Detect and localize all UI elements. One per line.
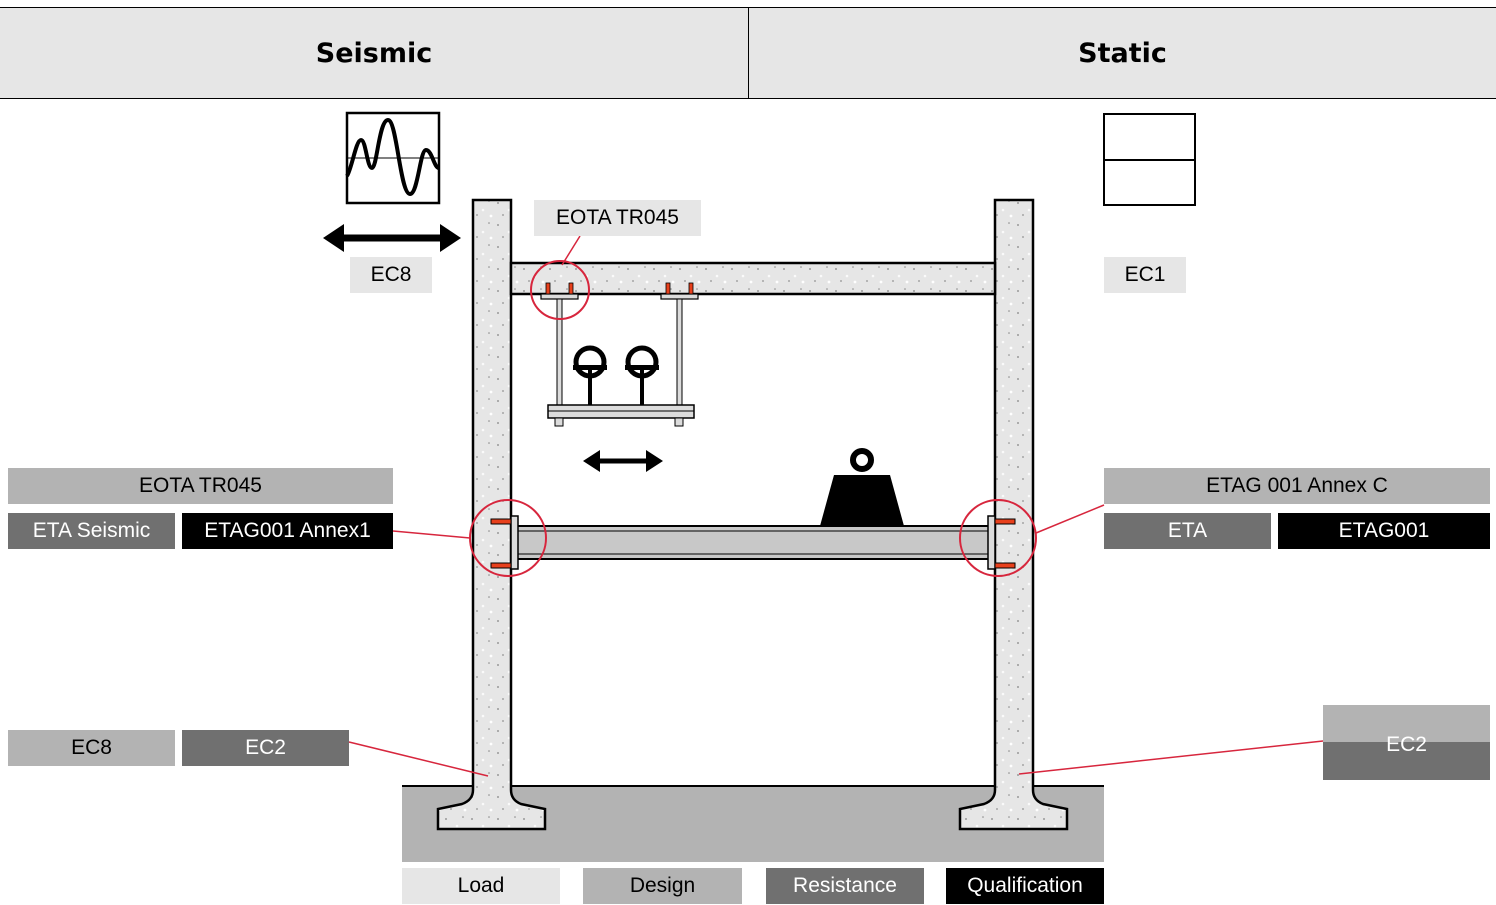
right-column-standard-label: EC2 [1386, 733, 1427, 756]
left-column-resistance-label: EC2 [182, 730, 349, 766]
seismic-load-label: EC8 [350, 257, 432, 293]
legend-load: Load [402, 868, 560, 904]
left-column-leader [348, 741, 489, 777]
left-column [436, 198, 547, 831]
right-connection-callout [959, 499, 1037, 577]
top-anchor-callout [530, 260, 590, 320]
header-bar: Seismic Static [0, 7, 1496, 99]
static-title: Static [1078, 37, 1167, 69]
left-connection-qualification-label: ETAG001 Annex1 [182, 513, 393, 549]
right-column-standard-box: EC2 [1323, 705, 1490, 780]
legend-design: Design [583, 868, 742, 904]
static-load-label: EC1 [1104, 257, 1186, 293]
right-end-plate [987, 515, 996, 570]
seismic-wave-icon [345, 111, 441, 205]
right-connection-qualification-label: ETAG001 [1278, 513, 1490, 549]
seismic-double-arrow-icon [323, 224, 461, 252]
small-double-arrow-icon [583, 450, 663, 472]
pipe-support-assembly [540, 282, 699, 427]
right-column-leader [1018, 740, 1324, 775]
right-connection-design-label: ETAG 001 Annex C [1104, 468, 1490, 504]
seismic-title: Seismic [315, 37, 433, 69]
top-anchor-leader [561, 235, 581, 266]
legend-resistance: Resistance [766, 868, 924, 904]
top-slab [509, 261, 997, 296]
weight-icon [820, 448, 904, 526]
right-anchor-top [994, 518, 1016, 525]
left-connection-design-label: EOTA TR045 [8, 468, 393, 504]
right-anchor-bottom [994, 562, 1016, 569]
legend-qualification: Qualification [946, 868, 1104, 904]
top-anchor-standard-label: EOTA TR045 [534, 200, 701, 236]
left-end-plate [510, 515, 519, 570]
right-connection-leader [1035, 504, 1105, 534]
static-load-icon [1103, 113, 1196, 206]
right-column [958, 198, 1069, 831]
left-connection-leader [392, 530, 471, 539]
left-anchor-top [490, 518, 512, 525]
left-column-load-label: EC8 [8, 730, 175, 766]
header-divider [748, 8, 749, 98]
left-anchor-bottom [490, 562, 512, 569]
right-connection-resistance-label: ETA [1104, 513, 1271, 549]
left-connection-resistance-label: ETA Seismic [8, 513, 175, 549]
